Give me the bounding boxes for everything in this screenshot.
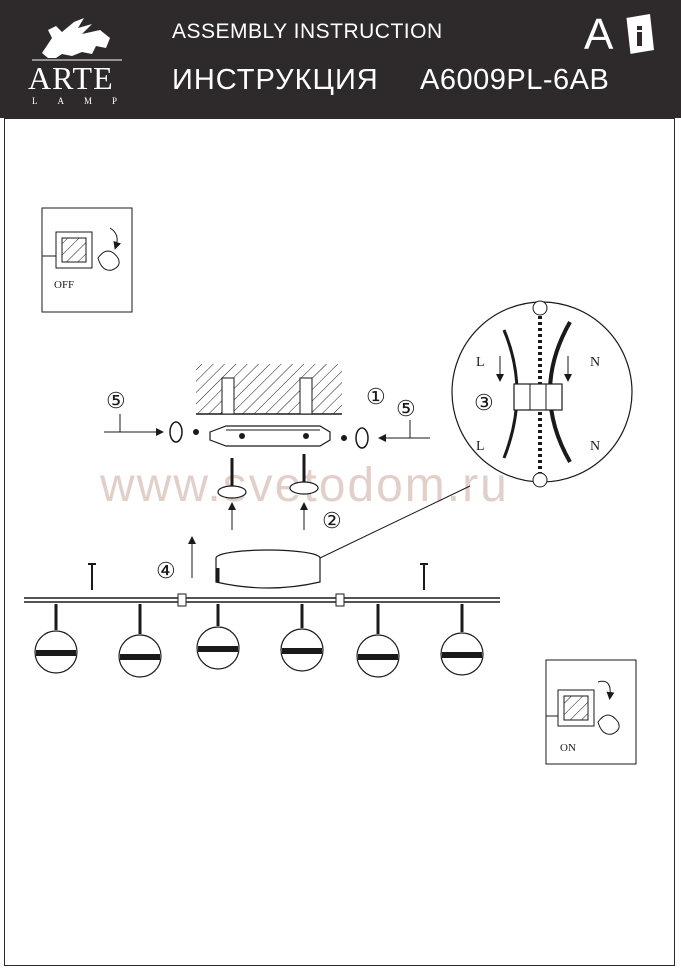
mounting-bracket xyxy=(209,425,331,447)
title-english: ASSEMBLY INSTRUCTION xyxy=(172,20,443,43)
canopy xyxy=(215,549,321,589)
lamp-head-6 xyxy=(440,604,484,676)
wire-n-top: N xyxy=(590,355,600,370)
left-fastener xyxy=(169,421,199,443)
griffin-logo-icon xyxy=(32,18,122,61)
lamp-head-1 xyxy=(34,604,78,674)
step-1-label: ① xyxy=(366,384,386,409)
step-4-label: ④ xyxy=(156,558,176,583)
switch-on-panel: ON xyxy=(545,659,637,765)
brand-name: ARTE xyxy=(28,60,114,96)
step-5-label-left: ⑤ xyxy=(106,388,126,413)
screw-right xyxy=(289,454,319,495)
switch-off-panel: OFF xyxy=(41,207,133,313)
on-label: ON xyxy=(560,742,576,754)
lamp-head-2 xyxy=(118,604,162,678)
lamp-bar xyxy=(24,563,500,607)
off-label: OFF xyxy=(54,279,74,291)
step-2-label: ② xyxy=(322,508,342,533)
right-fastener xyxy=(341,427,369,449)
wiring-detail: L L N N ③ xyxy=(451,300,633,488)
step-3-label: ③ xyxy=(474,390,494,415)
lamp-head-5 xyxy=(356,604,400,678)
language-letter: A xyxy=(584,10,614,59)
lamp-head-3 xyxy=(196,604,240,670)
header-bar: ARTE LAMP ASSEMBLY INSTRUCTION ИНСТРУКЦИ… xyxy=(0,0,681,118)
screw-left xyxy=(217,458,247,499)
info-book-icon xyxy=(625,14,654,55)
lamp-head-4 xyxy=(280,604,324,672)
step-5-label-right: ⑤ xyxy=(396,396,416,421)
title-russian: ИНСТРУКЦИЯ xyxy=(172,64,379,96)
wire-l-top: L xyxy=(476,355,485,370)
model-number: A6009PL-6AB xyxy=(420,64,610,96)
ceiling-section xyxy=(196,364,342,415)
brand-subtitle: LAMP xyxy=(32,96,138,106)
page-frame xyxy=(4,118,675,966)
wire-n-bottom: N xyxy=(590,439,600,454)
wire-l-bottom: L xyxy=(476,439,485,454)
